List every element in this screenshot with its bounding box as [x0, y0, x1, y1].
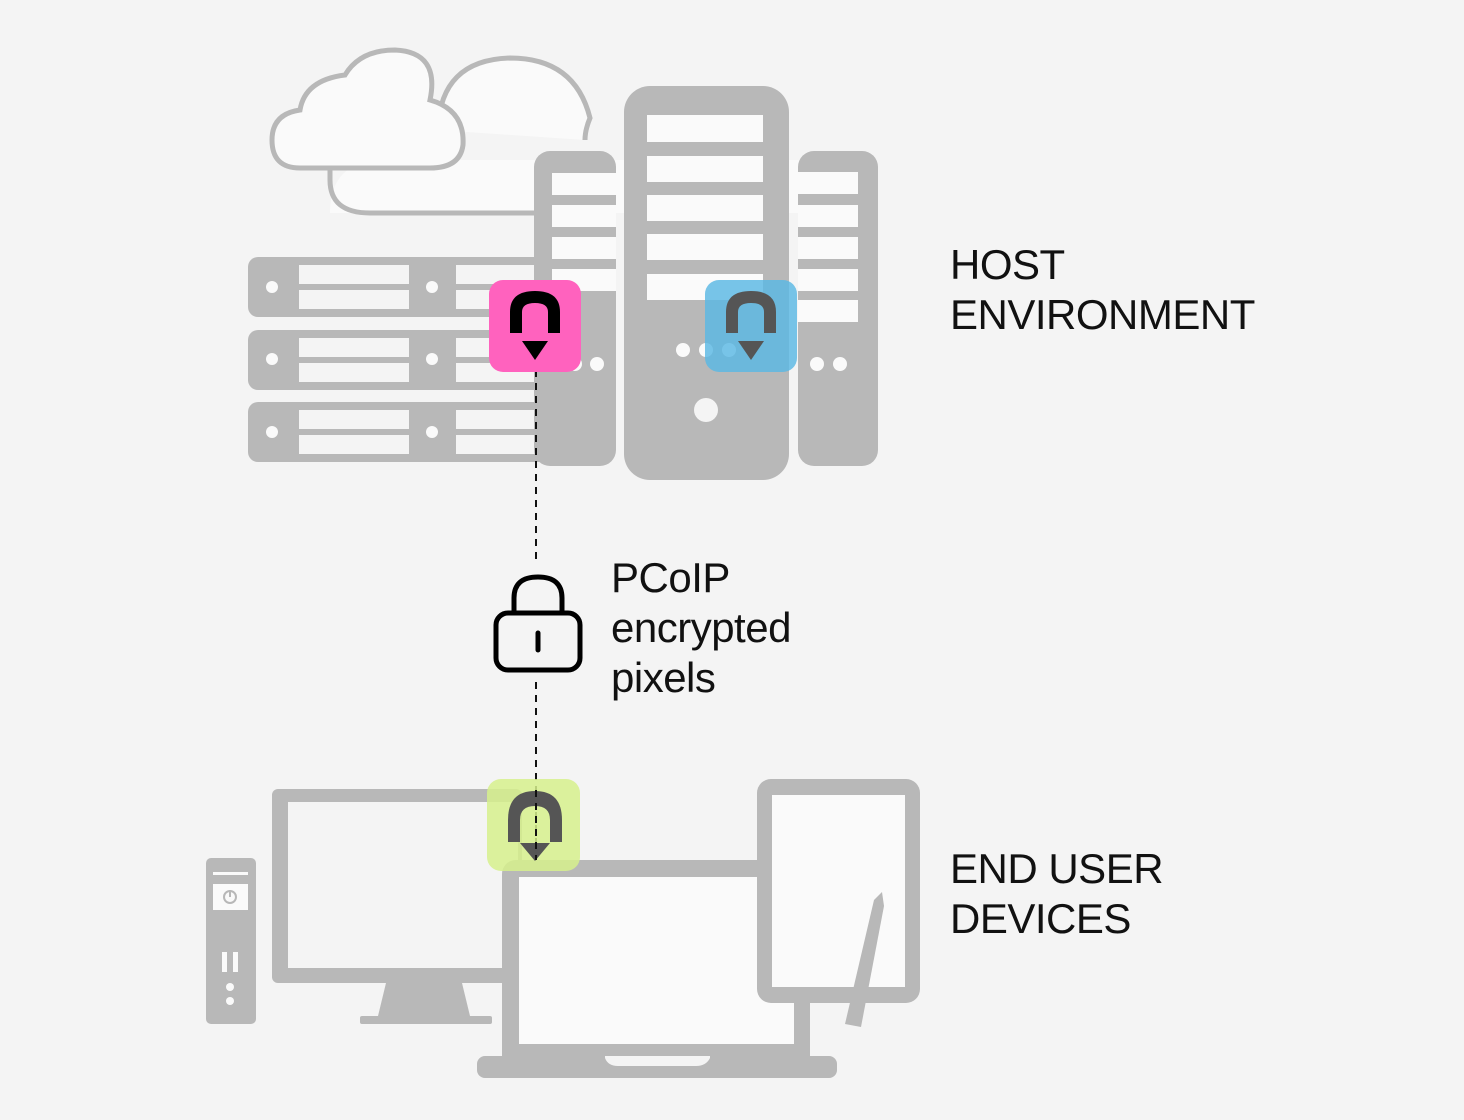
host-environment-line-1: HOST: [950, 241, 1065, 288]
pcoip-encrypted-line-3: pixels: [611, 654, 716, 701]
stylus-icon: [845, 892, 884, 1027]
pcoip-encrypted-line-2: encrypted: [611, 604, 791, 651]
rack-server: [248, 257, 548, 317]
end-user-devices-line-2: DEVICES: [950, 895, 1131, 942]
end-user-devices-line-1: END USER: [950, 845, 1164, 892]
pcoip-encrypted-line-1: PCoIP: [611, 554, 730, 601]
host-environment-label: HOST ENVIRONMENT: [950, 240, 1255, 340]
tower-server-right: [798, 151, 878, 466]
pcoip-encrypted-label: PCoIP encrypted pixels: [611, 553, 791, 703]
end-user-devices-label: END USER DEVICES: [950, 844, 1164, 944]
pcoip-agent-icon: [705, 280, 797, 372]
rack-server: [248, 402, 548, 462]
tablet-icon: [757, 779, 920, 1003]
host-environment-line-2: ENVIRONMENT: [950, 291, 1255, 338]
pcoip-agent-icon: [489, 280, 581, 372]
desktop-tower-icon: [206, 858, 256, 1024]
lock-icon: [480, 560, 590, 680]
laptop-icon: [477, 860, 837, 1078]
rack-server-stack: [248, 257, 548, 462]
pcoip-agent-icon: [487, 779, 580, 871]
monitor-icon: [272, 789, 522, 1024]
